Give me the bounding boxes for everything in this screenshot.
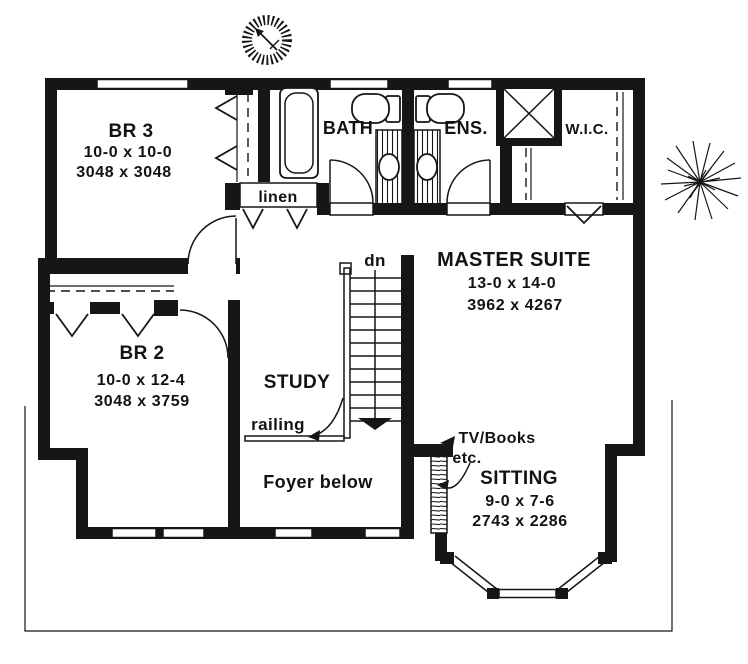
tree-icon: [660, 140, 742, 221]
room-labels: BR 3 10-0 x 10-0 3048 x 3048 BATH ENS. W…: [76, 118, 608, 530]
br2-dim-metric: 3048 x 3759: [94, 393, 190, 410]
north-compass-icon: [242, 15, 292, 65]
windows: [96, 78, 493, 539]
bath-toilet: [351, 93, 401, 124]
br3-dim-metric: 3048 x 3048: [76, 164, 172, 181]
bay-window: [440, 552, 612, 599]
staircase: [339, 262, 401, 439]
railing-label: railing: [251, 415, 305, 434]
doors: [179, 159, 602, 359]
tv-books-shelf: [430, 436, 471, 534]
stair-dn-label: dn: [364, 251, 386, 270]
railing: [244, 397, 345, 442]
br3-closet: [214, 90, 249, 182]
interior-walls: [38, 90, 645, 561]
ensuite-vanity: [413, 129, 441, 205]
study-name: STUDY: [264, 372, 330, 393]
master-name: MASTER SUITE: [437, 249, 591, 271]
bath-name: BATH: [323, 118, 373, 138]
linen-closet: [239, 182, 318, 230]
tv-books-label: TV/Books: [459, 430, 536, 447]
bathtub: [279, 87, 319, 179]
stair-down-arrow: [358, 418, 392, 430]
ensuite-toilet: [415, 93, 465, 124]
master-dim-imperial: 13-0 x 14-0: [468, 275, 556, 292]
br3-name: BR 3: [109, 121, 154, 142]
ensuite-name: ENS.: [444, 118, 488, 138]
br2-dim-imperial: 10-0 x 12-4: [97, 372, 185, 389]
master-dim-metric: 3962 x 4267: [467, 297, 563, 314]
sitting-dim-imperial: 9-0 x 7-6: [485, 493, 554, 510]
br3-dim-imperial: 10-0 x 10-0: [84, 144, 172, 161]
bath-vanity: [375, 129, 403, 205]
sitting-dim-metric: 2743 x 2286: [472, 513, 568, 530]
wic-name: W.I.C.: [565, 121, 608, 138]
br2-name: BR 2: [120, 343, 165, 364]
br2-closet: [46, 285, 174, 338]
closet-rods: [525, 92, 624, 200]
sitting-name: SITTING: [480, 468, 558, 489]
linen-name: linen: [258, 189, 297, 206]
foyer-label: Foyer below: [263, 472, 373, 492]
tv-books-label-2: etc.: [452, 450, 481, 467]
skylight-box: [496, 81, 562, 146]
lower-floor-outline: [24, 400, 673, 632]
